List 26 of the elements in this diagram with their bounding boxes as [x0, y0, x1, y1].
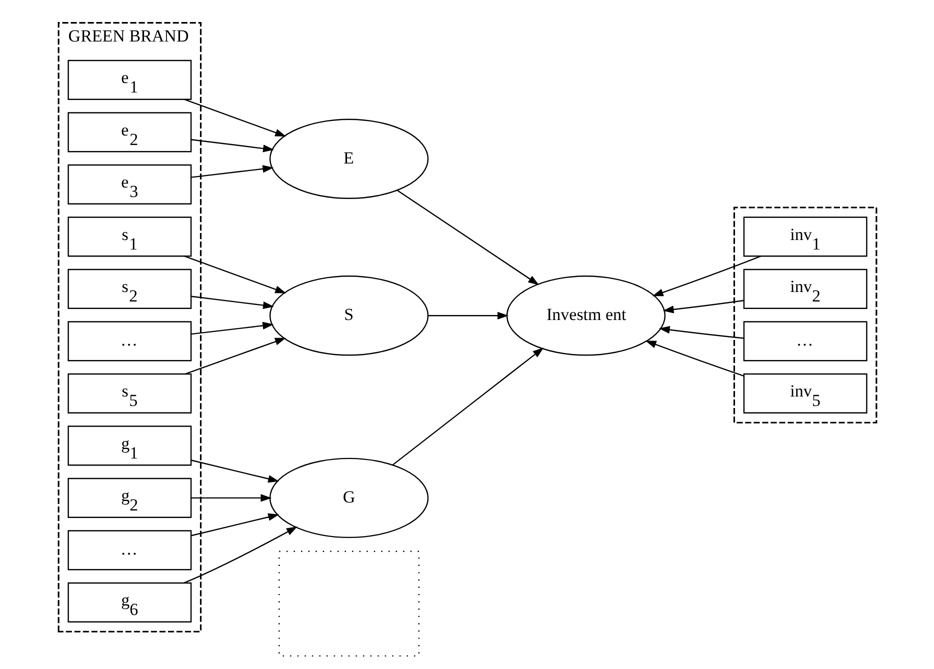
arrow — [644, 340, 744, 376]
node-ellipse: G — [268, 458, 428, 538]
arrow — [190, 139, 274, 152]
arrow — [190, 494, 272, 502]
arrow — [392, 348, 544, 466]
arrow — [190, 322, 274, 335]
node-box: … — [67, 321, 192, 362]
arrow — [184, 98, 286, 136]
arrow — [190, 165, 274, 178]
cluster — [732, 206, 877, 424]
arrow — [190, 513, 279, 536]
node-ellipse: E — [268, 118, 428, 199]
arrow — [183, 526, 297, 584]
arrow — [396, 190, 539, 286]
node-ellipse: S — [268, 276, 428, 356]
arrow — [184, 338, 286, 374]
node-box — [278, 550, 419, 657]
arrow — [190, 296, 274, 310]
arrow — [190, 460, 279, 483]
arrow — [662, 300, 744, 314]
node-box: … — [742, 321, 867, 362]
arrow — [652, 256, 760, 296]
arrow — [658, 326, 744, 339]
node-box: … — [67, 530, 192, 570]
arrow — [184, 256, 286, 294]
arrow — [428, 312, 508, 320]
